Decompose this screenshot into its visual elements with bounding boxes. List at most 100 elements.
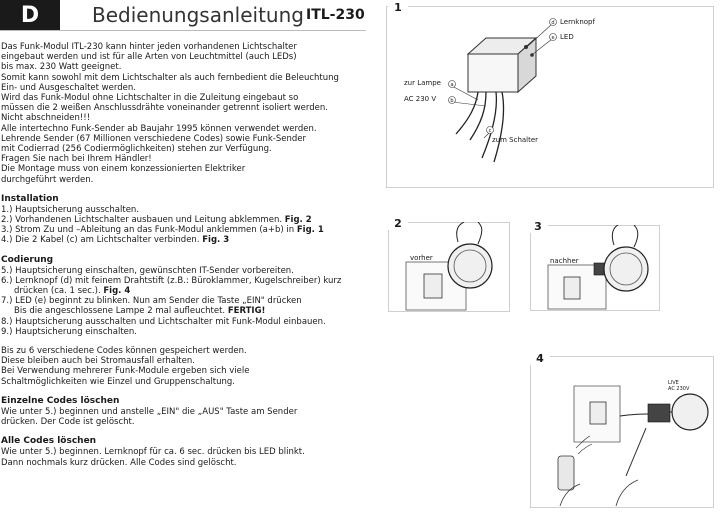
page-title: Bedienungsanleitung <box>92 3 304 27</box>
all-delete-line: Dann nochmals kurz drücken. Alle Codes s… <box>1 457 237 468</box>
wire-switch-1 <box>481 91 498 159</box>
hand-left-icon <box>559 483 581 507</box>
label-to-switch: zum Schalter <box>492 136 538 144</box>
pen-icon <box>625 427 647 477</box>
label-live: LIVE <box>668 380 679 386</box>
installation-step: 1.) Hauptsicherung ausschalten. <box>1 204 140 215</box>
leader-b <box>451 101 487 107</box>
wire-lamp <box>455 91 479 135</box>
label-ac-230v: AC 230V <box>668 386 690 392</box>
intro-line: Wird das Funk-Modul ohne Lichtschalter i… <box>1 93 299 104</box>
callout-e <box>549 33 557 41</box>
figure-1-drawing: d e a b c Lernknopf LED zur Lampe AC 230… <box>386 6 714 188</box>
intro-line: Die Montage muss von einem konzessionier… <box>1 164 246 175</box>
module-front <box>467 53 519 93</box>
flush-box-inner <box>453 249 487 283</box>
label-learn-button: Lernknopf <box>560 18 595 26</box>
language-badge: D <box>0 0 60 30</box>
figure-4: LIVE AC 230V 4 <box>530 351 714 508</box>
figure-1: d e a b c Lernknopf LED zur Lampe AC 230… <box>386 0 714 188</box>
intro-line: Das Funk-Modul ITL-230 kann hinter jeden… <box>1 42 297 52</box>
codes-info-line: Diese bleiben auch bei Stromausfall erha… <box>1 356 195 367</box>
intro-line: Ein- und Ausgeschaltet werden. <box>1 82 136 93</box>
intro-line: mit Codierrad (256 Codiermöglichkeiten) … <box>1 144 272 155</box>
label-led: LED <box>560 33 574 41</box>
single-delete-heading: Einzelne Codes löschen <box>1 395 120 406</box>
figure-3-drawing: nachher <box>530 225 660 311</box>
installation-step: 2.) Vorhandenen Lichtschalter ausbauen u… <box>1 215 312 226</box>
intro-line: eingebaut werden und ist für alle Arten … <box>1 52 297 63</box>
wire-phase <box>469 91 487 141</box>
intro-line: Somit kann sowohl mit dem Lichtschalter … <box>1 72 339 83</box>
coding-step: 6.) Lernknopf (d) mit feinem Drahtstift … <box>1 275 342 286</box>
signal-waves-icon <box>575 435 593 455</box>
flush-box <box>671 393 709 431</box>
coding-step: 5.) Hauptsicherung einschalten, gewünsch… <box>1 265 294 276</box>
figure-2-drawing: vorher <box>388 222 510 312</box>
coding-step: drücken (ca. 1 sec.). Fig. 4 <box>14 286 131 297</box>
callout-b-letter: b <box>450 98 453 104</box>
figure-3: nachher 3 <box>528 219 660 311</box>
old-switch <box>423 273 443 299</box>
callout-e-letter: e <box>551 35 554 41</box>
figure-2: vorher 2 <box>388 216 510 312</box>
coding-heading: Codierung <box>1 254 54 265</box>
intro-line: Alle intertechno Funk-Sender ab Baujahr … <box>1 123 317 134</box>
flush-box <box>447 243 493 289</box>
figure-2-number: 2 <box>388 216 408 230</box>
callout-a <box>448 80 456 88</box>
led-icon <box>530 53 534 57</box>
instructions-column: Das Funk-Modul ITL-230 kann hinter jeden… <box>1 42 373 468</box>
flush-box-inner <box>609 252 643 286</box>
switch <box>589 401 607 425</box>
all-delete-line: Wie unter 5.) beginnen. Lernknopf für ca… <box>1 447 305 458</box>
codes-info: Bis zu 6 verschiedene Codes können gespe… <box>1 346 373 387</box>
installation-step: 4.) Die 2 Kabel (c) am Lichtschalter ver… <box>1 235 230 246</box>
intro-line: Lehrende Sender (67 Millionen verschiede… <box>1 133 306 144</box>
cables <box>456 222 483 245</box>
flush-box <box>603 246 649 292</box>
callout-c <box>486 126 494 134</box>
wire-switch-2 <box>493 91 505 163</box>
caption-before: vorher <box>410 254 433 262</box>
figure-3-number: 3 <box>528 219 548 233</box>
figure-4-drawing: LIVE AC 230V <box>530 356 714 508</box>
intro-text: Das Funk-Modul ITL-230 kann hinter jeden… <box>1 42 373 185</box>
all-delete-heading: Alle Codes löschen <box>1 436 97 447</box>
callout-c-letter: c <box>489 128 492 134</box>
label-to-lamp: zur Lampe <box>404 79 441 87</box>
coding-step: 7.) LED (e) beginnt zu blinken. Nun am S… <box>1 296 302 307</box>
codes-info-line: Bis zu 6 verschiedene Codes können gespe… <box>1 346 247 357</box>
module-wires <box>619 411 672 417</box>
hand-right-icon <box>615 479 639 507</box>
coding-step: 9.) Hauptsicherung einschalten. <box>1 326 137 337</box>
caption-after: nachher <box>550 257 579 265</box>
figure-1-number: 1 <box>388 0 408 14</box>
single-delete-line: drücken. Der Code ist gelöscht. <box>1 417 135 428</box>
callout-d <box>549 18 557 26</box>
installation-step: 3.) Strom Zu und –Ableitung an das Funk-… <box>1 225 324 236</box>
switch <box>563 276 581 300</box>
callout-b <box>448 96 456 104</box>
intro-line: bis max. 230 Watt geeignet. <box>1 62 122 73</box>
leader-a <box>451 85 479 101</box>
coding-step: 8.) Hauptsicherung ausschalten und Licht… <box>1 316 326 327</box>
callout-d-letter: d <box>551 20 554 26</box>
installation-heading: Installation <box>1 193 59 204</box>
coding-step: Bis die angeschlossene Lampe 2 mal aufle… <box>14 306 266 317</box>
label-ac-230: AC 230 V <box>404 95 436 103</box>
intro-line: durchgeführt werden. <box>1 174 94 185</box>
intro-line: Nicht abschneiden!!! <box>1 113 91 124</box>
learn-button-icon <box>524 45 528 49</box>
model-number: ITL-230 <box>306 7 365 23</box>
codes-info-line: Schaltmöglichkeiten wie Einzel und Grupp… <box>1 376 236 387</box>
callout-a-letter: a <box>450 82 453 88</box>
header-divider <box>0 30 366 31</box>
codes-info-line: Bei Verwendung mehrerer Funk-Module erge… <box>1 366 250 377</box>
intro-line: müssen die 2 weißen Anschlussdrähte vone… <box>1 103 328 114</box>
remote-control-icon <box>557 455 575 491</box>
intro-line: Fragen Sie nach bei Ihrem Händler! <box>1 154 152 165</box>
leader-e <box>532 38 553 55</box>
leader-d <box>527 23 553 47</box>
figure-4-number: 4 <box>530 351 550 365</box>
